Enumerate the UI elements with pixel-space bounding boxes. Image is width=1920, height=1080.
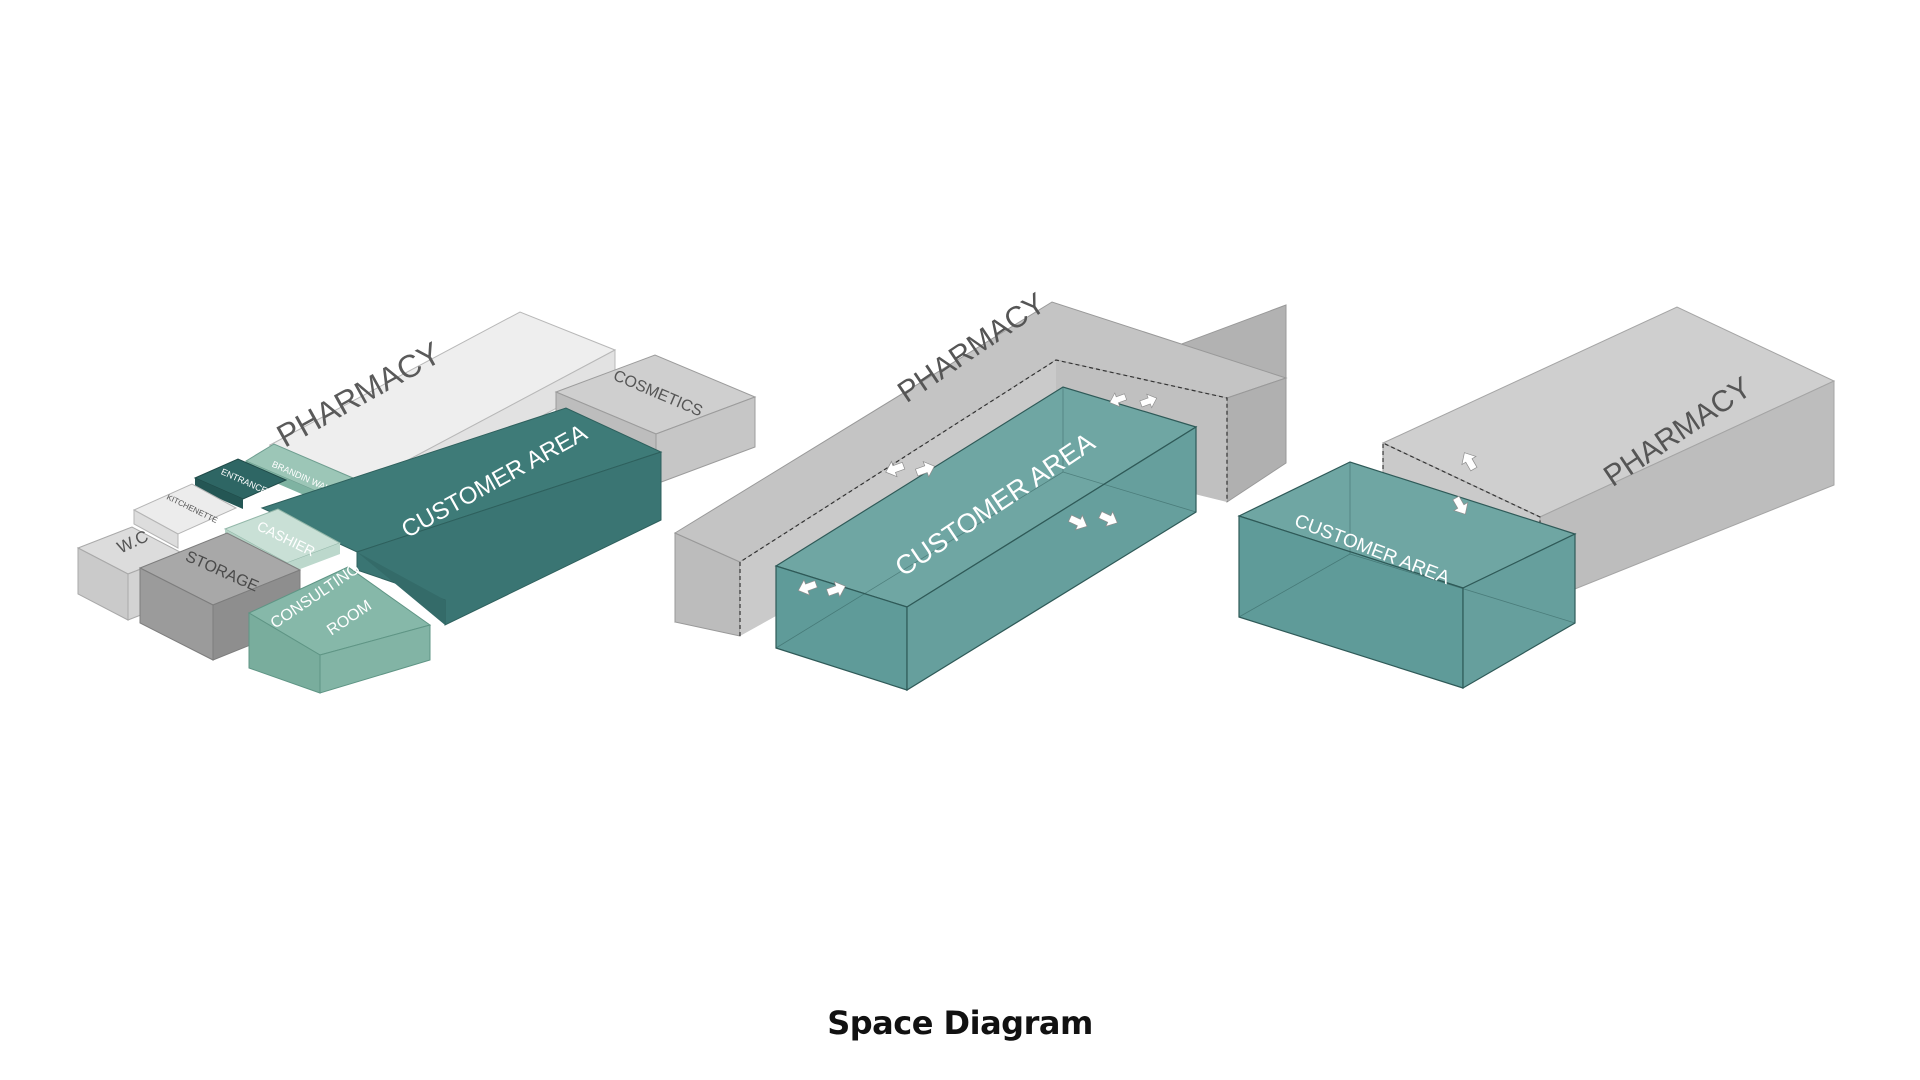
entrance-block: ENTRANCE: [193, 458, 288, 509]
diagram-1-zoning: PHARMACY COSMETICS BRANDIN WALL ENTRANCE…: [76, 311, 757, 694]
storage-block: STORAGE: [138, 532, 302, 661]
diagram-3-relationship: PHARMACY CUSTOMER AREA: [1237, 306, 1836, 690]
customer-area-glass-block: CUSTOMER AREA: [1237, 461, 1577, 690]
diagram-2-circulation: PHARMACY CUSTOMER AREA: [673, 287, 1288, 692]
kitchenette-block: KITCHENETTE: [132, 483, 238, 549]
caption: Space Diagram: [827, 1004, 1093, 1042]
customer-area-block: CUSTOMER AREA: [260, 407, 663, 626]
